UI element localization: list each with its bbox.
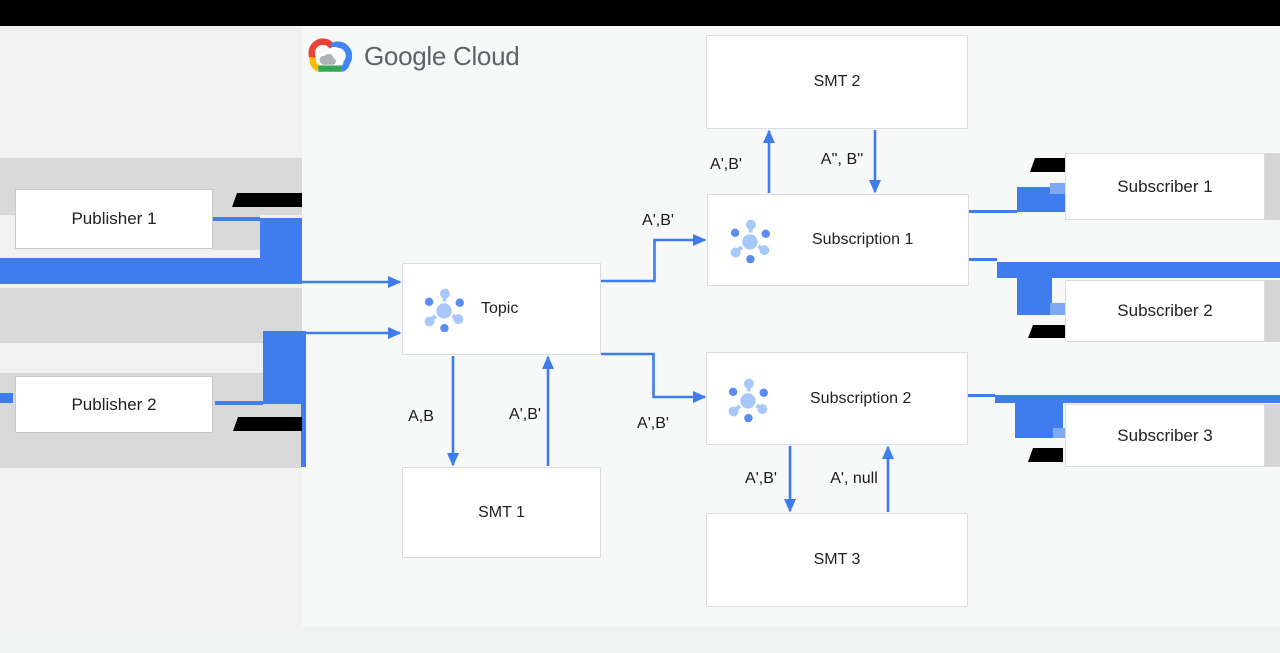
google-cloud-logo-text: Google Cloud (364, 40, 520, 71)
edge-label-topic-to-sub1: A',B' (642, 212, 674, 229)
node-publisher-1: Publisher 1 (15, 189, 213, 249)
edge-label-smt3-to-sub2: A', null (830, 470, 878, 487)
magnified-arrow-stub (0, 393, 13, 403)
black-fragment-1 (232, 193, 302, 207)
black-fragment-5 (1028, 448, 1063, 462)
magnified-arrow-block-2 (1017, 262, 1052, 315)
pubsub-subscription-icon (726, 217, 772, 263)
node-subscriber-2: Subscriber 2 (1065, 280, 1265, 342)
node-smt-1: SMT 1 (402, 467, 601, 558)
node-topic: Topic (402, 263, 601, 355)
magnified-arrow-line-2 (215, 401, 263, 405)
magnified-arrow-block-2-light (1050, 303, 1065, 315)
google-cloud-logo: Google Cloud (308, 38, 520, 74)
node-subscriber-1: Subscriber 1 (1065, 153, 1265, 220)
pubsub-topic-icon (420, 286, 466, 332)
black-fragment-4 (1028, 325, 1065, 338)
edge-label-sub1-to-smt2: A',B' (710, 156, 742, 173)
black-fragment-2 (233, 417, 302, 431)
magnified-arrow-block-3-light (1053, 428, 1065, 438)
magnified-arrow-line-3 (969, 210, 1017, 213)
magnified-arrow-bar-2 (263, 331, 306, 404)
magnified-arrow-line-4 (969, 258, 997, 261)
node-smt-2-label: SMT 2 (813, 73, 861, 90)
magnified-arrow-elbow-1 (260, 218, 302, 258)
node-subscription-1-label: Subscription 1 (812, 231, 914, 248)
node-subscription-2: Subscription 2 (706, 352, 968, 445)
pubsub-subscription-icon (724, 376, 770, 422)
magnified-arrow-line-1 (213, 217, 260, 221)
magnified-arrow-line-5 (968, 394, 995, 397)
edge-gray-strip-3 (1265, 404, 1280, 467)
magnified-arrow-bar-1 (0, 258, 302, 284)
top-black-bar (0, 0, 1280, 26)
magnified-arrow-band-2 (995, 395, 1280, 403)
node-subscriber-3: Subscriber 3 (1065, 404, 1265, 467)
bottom-strip (0, 626, 1280, 653)
node-publisher-2: Publisher 2 (15, 376, 213, 433)
edge-label-sub2-to-smt3: A',B' (745, 470, 777, 487)
node-subscriber-2-label: Subscriber 2 (1117, 301, 1213, 320)
node-subscription-1: Subscription 1 (707, 194, 969, 286)
edge-label-topic-to-sub2: A',B' (637, 415, 669, 432)
magnified-arrow-block-1-light (1050, 183, 1065, 194)
node-publisher-1-label: Publisher 1 (71, 209, 157, 228)
magnified-arrow-strip (301, 350, 306, 467)
node-smt-3: SMT 3 (706, 513, 968, 607)
node-smt-3-label: SMT 3 (813, 551, 861, 568)
edge-label-smt2-to-sub1: A'', B'' (820, 151, 864, 168)
edge-gray-strip-1 (1265, 153, 1280, 220)
node-smt-2: SMT 2 (706, 35, 968, 129)
node-topic-label: Topic (481, 300, 519, 317)
node-subscriber-3-label: Subscriber 3 (1117, 425, 1213, 445)
node-subscription-2-label: Subscription 2 (810, 389, 912, 407)
magnified-arrow-band-1 (997, 262, 1280, 278)
edge-label-topic-to-smt1: A,B (408, 408, 434, 425)
google-cloud-logo-icon (308, 38, 352, 74)
black-fragment-3 (1030, 158, 1065, 172)
node-publisher-2-label: Publisher 2 (71, 394, 157, 414)
node-subscriber-1-label: Subscriber 1 (1117, 176, 1213, 196)
gray-band-middle (0, 288, 302, 343)
node-smt-1-label: SMT 1 (478, 503, 525, 521)
edge-gray-strip-2 (1265, 280, 1280, 342)
edge-label-smt1-to-topic: A',B' (509, 406, 541, 423)
